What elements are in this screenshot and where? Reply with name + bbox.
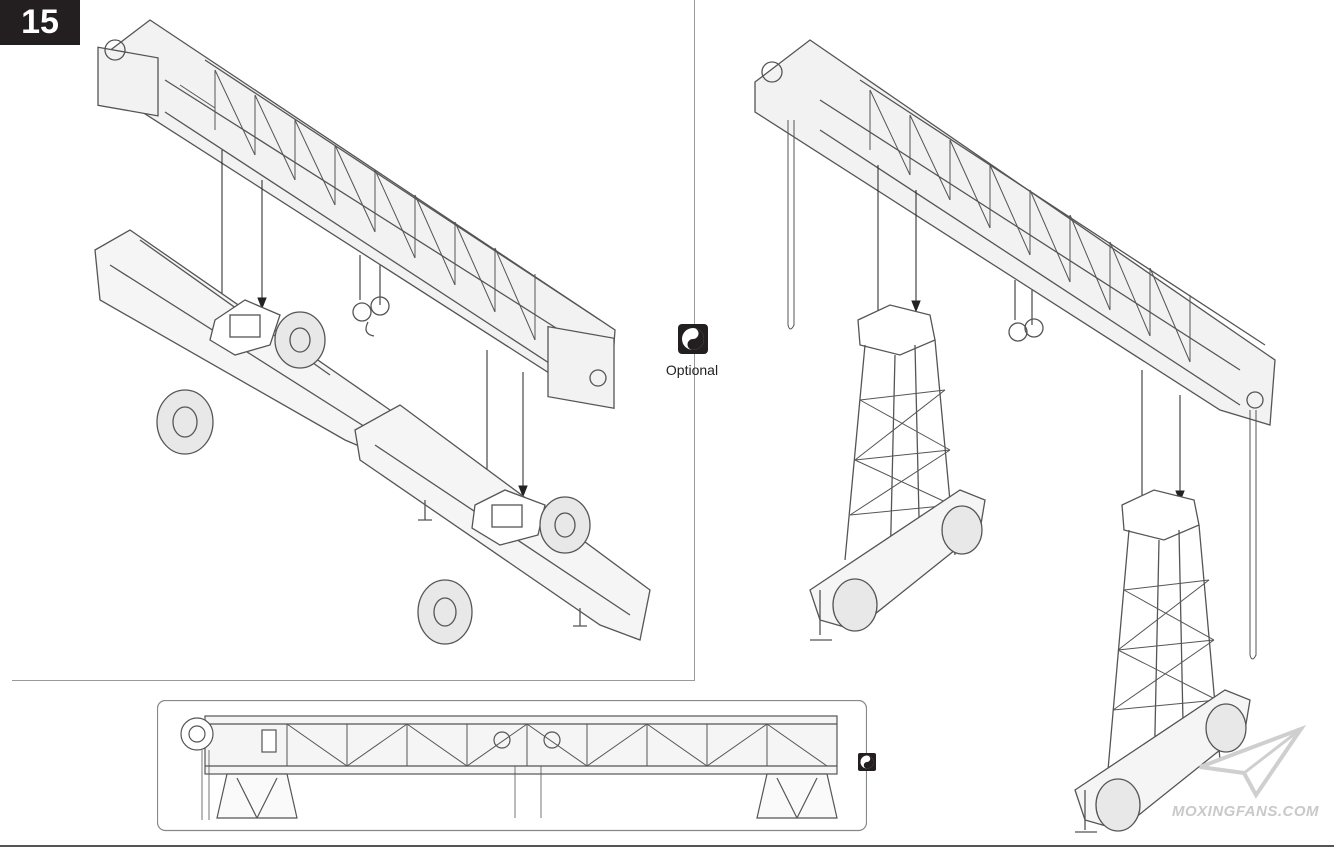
step-number-badge: 15: [0, 0, 80, 45]
horizontal-divider: [12, 680, 695, 681]
optional-symbol-icon: [678, 324, 708, 354]
optional-marker: Optional: [660, 322, 724, 382]
watermark-text: MOXINGFANS.COM: [1172, 803, 1320, 820]
tower-leg-rear: [1074, 489, 1251, 833]
truss-beam: [97, 19, 616, 410]
optional-label: Optional: [665, 362, 719, 378]
trailer-chassis: [94, 229, 651, 645]
page-bottom-rule: [0, 845, 1334, 847]
optional-symbol-icon-small: [858, 753, 876, 771]
tower-leg-front: [809, 304, 986, 641]
paper-plane-logo-icon: [1199, 725, 1306, 799]
gantry-beam: [754, 39, 1276, 660]
side-view-inset: [157, 700, 867, 832]
right-assembly-illustration: [740, 0, 1334, 848]
left-assembly-illustration: [0, 0, 694, 680]
